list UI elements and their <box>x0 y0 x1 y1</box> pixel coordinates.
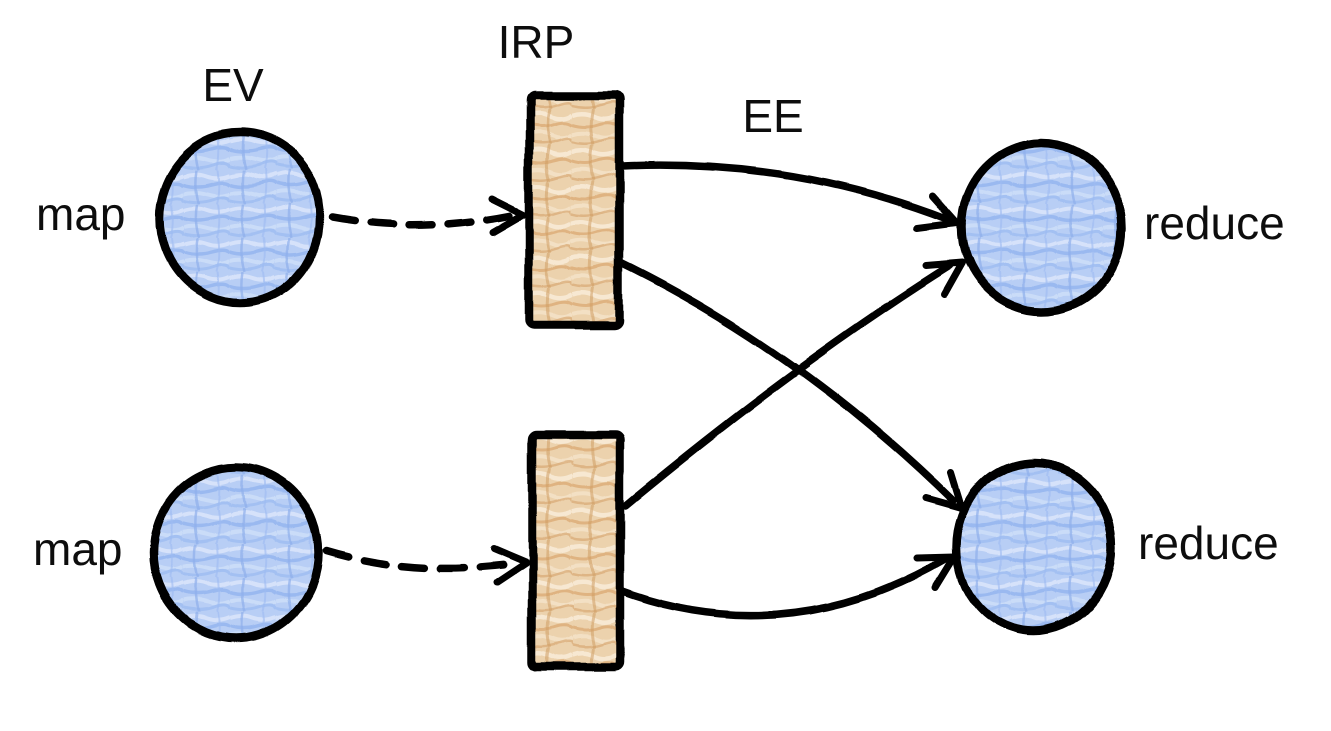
edge-irp-top-to-reduce-bottom <box>618 259 966 512</box>
map-label-top: map <box>36 188 125 240</box>
reduce-node-top <box>957 138 1127 316</box>
edge-map-bottom-to-irp-bottom <box>322 545 531 587</box>
ev-annotation-label: EV <box>202 59 264 111</box>
edge-irp-bottom-to-reduce-bottom <box>618 553 958 620</box>
reduce-label-bottom: reduce <box>1138 517 1279 569</box>
irp-buffer-bottom <box>527 430 625 672</box>
edge-irp-top-to-reduce-top <box>618 161 961 232</box>
arrowhead <box>914 192 961 232</box>
map-label-bottom: map <box>33 523 122 575</box>
arrowhead <box>490 545 531 587</box>
arrowhead <box>922 468 966 512</box>
reduce-label-top: reduce <box>1144 197 1285 249</box>
arrowhead <box>488 194 528 236</box>
irp-buffer-top <box>524 90 624 330</box>
arrowhead <box>913 553 958 592</box>
ee-annotation-label: EE <box>742 90 803 142</box>
edge-irp-bottom-to-reduce-top <box>621 259 967 509</box>
map-node-top <box>155 128 325 308</box>
edge-map-top-to-irp-top <box>328 194 528 236</box>
map-node-bottom <box>149 463 323 643</box>
irp-annotation-label: IRP <box>498 16 575 68</box>
arrowhead <box>922 259 967 299</box>
reduce-node-bottom <box>952 458 1116 636</box>
